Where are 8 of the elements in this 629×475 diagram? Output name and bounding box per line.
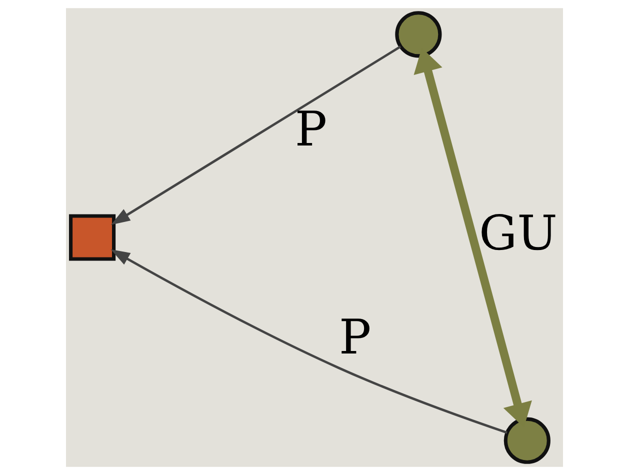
node-circle: [395, 11, 442, 58]
arrow: [110, 249, 508, 434]
node-box: [68, 214, 116, 261]
edge-label: P: [294, 102, 327, 158]
edge-label: GU: [478, 206, 558, 262]
edge-label: P: [339, 310, 372, 366]
arrow: [110, 46, 402, 225]
node-circle: [504, 417, 550, 464]
